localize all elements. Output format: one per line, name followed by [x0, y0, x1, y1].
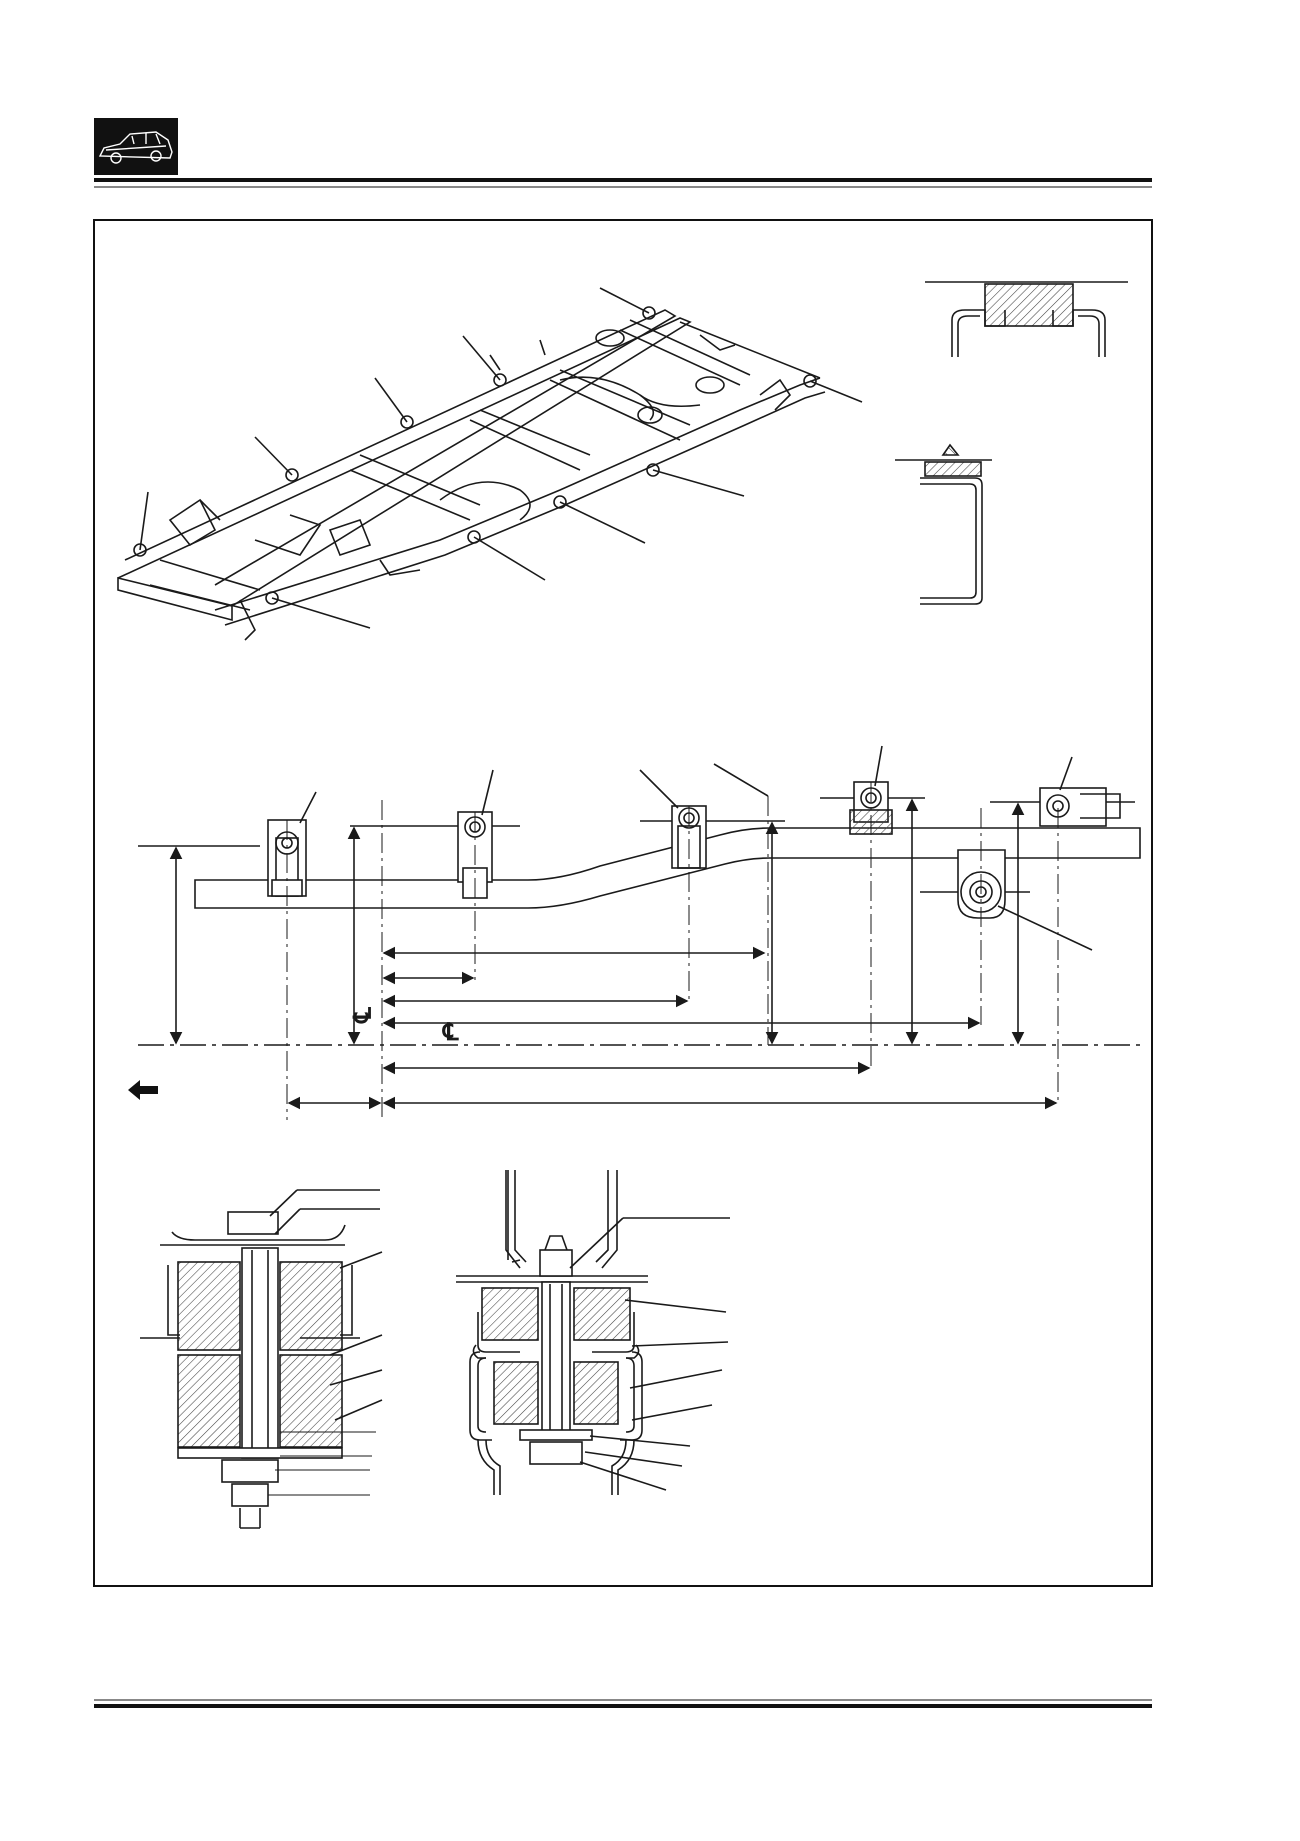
header-logo	[94, 118, 178, 175]
centerline-mark-vertical: ℄	[350, 1007, 377, 1023]
mount-detail-top	[925, 281, 1128, 357]
centerline-mark-horizontal: ℄	[443, 1020, 459, 1046]
chassis-side-elevation	[138, 745, 1145, 1120]
chassis-isometric-view	[117, 287, 863, 641]
car-icon	[98, 131, 173, 164]
body-mount-section-right	[456, 1170, 730, 1495]
mount-detail-channel	[895, 443, 992, 605]
footer-rule	[94, 1699, 1152, 1708]
body-mount-section-left	[140, 1189, 383, 1529]
arrow-left-icon	[128, 1080, 158, 1100]
figure-border	[93, 219, 1153, 1587]
header-rule	[94, 178, 1152, 188]
